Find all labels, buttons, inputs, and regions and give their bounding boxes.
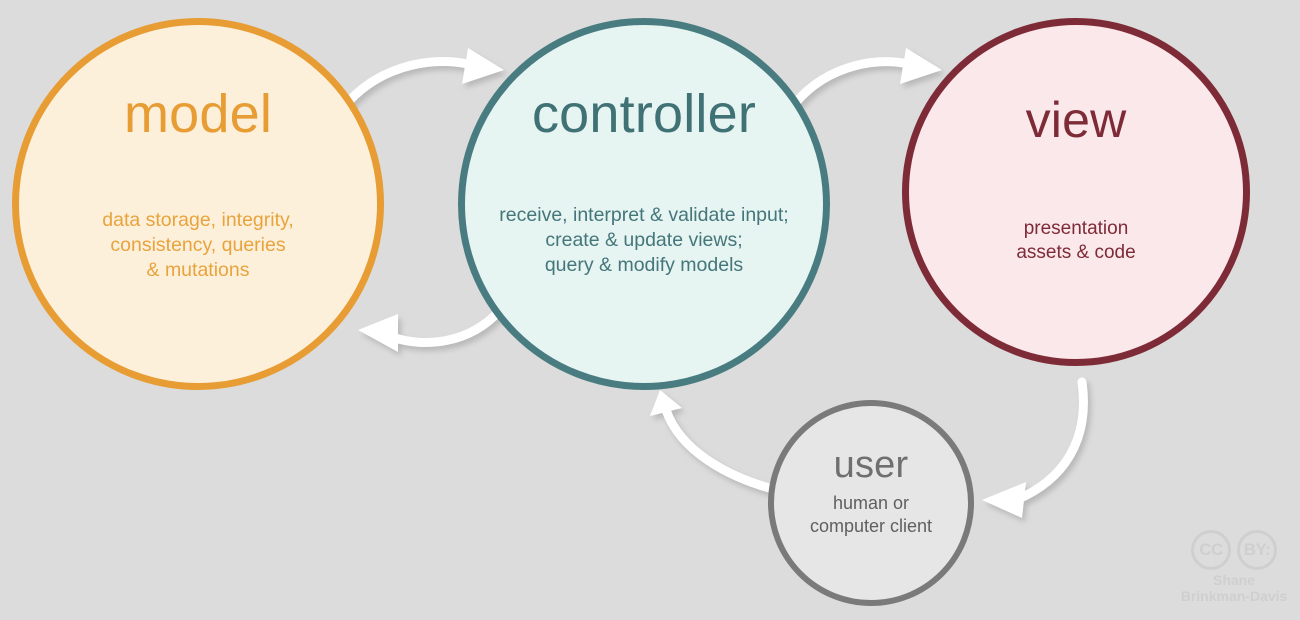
node-view-title: view — [1025, 92, 1127, 148]
node-view[interactable]: view presentation assets & code — [902, 18, 1250, 366]
node-view-description: presentation assets & code — [1016, 218, 1136, 264]
arrow-controller-to-model — [358, 305, 505, 352]
attribution-by-icon: BY: — [1237, 530, 1277, 570]
node-user-title: user — [833, 444, 909, 486]
arrow-view-to-user — [982, 377, 1088, 518]
cc-marks: CC BY: — [1178, 530, 1290, 570]
arrow-controller-to-view — [785, 48, 942, 115]
arrow-model-to-controller — [335, 48, 504, 117]
node-model[interactable]: model data storage, integrity, consisten… — [12, 18, 384, 390]
creative-commons-icon: CC — [1191, 530, 1231, 570]
license-author-name: Shane Brinkman-Davis — [1180, 572, 1288, 604]
arrow-user-to-controller — [650, 390, 789, 497]
node-user-description: human or computer client — [809, 493, 933, 537]
node-model-description: data storage, integrity, consistency, qu… — [102, 209, 294, 281]
creative-commons-license-badge[interactable]: CC BY: Shane Brinkman-Davis — [1178, 530, 1290, 604]
node-controller-description: receive, interpret & validate input; cre… — [499, 204, 789, 276]
node-model-title: model — [123, 84, 273, 144]
node-user[interactable]: user human or computer client — [768, 400, 974, 606]
node-controller[interactable]: controller receive, interpret & validate… — [458, 18, 830, 390]
node-controller-title: controller — [531, 84, 757, 144]
